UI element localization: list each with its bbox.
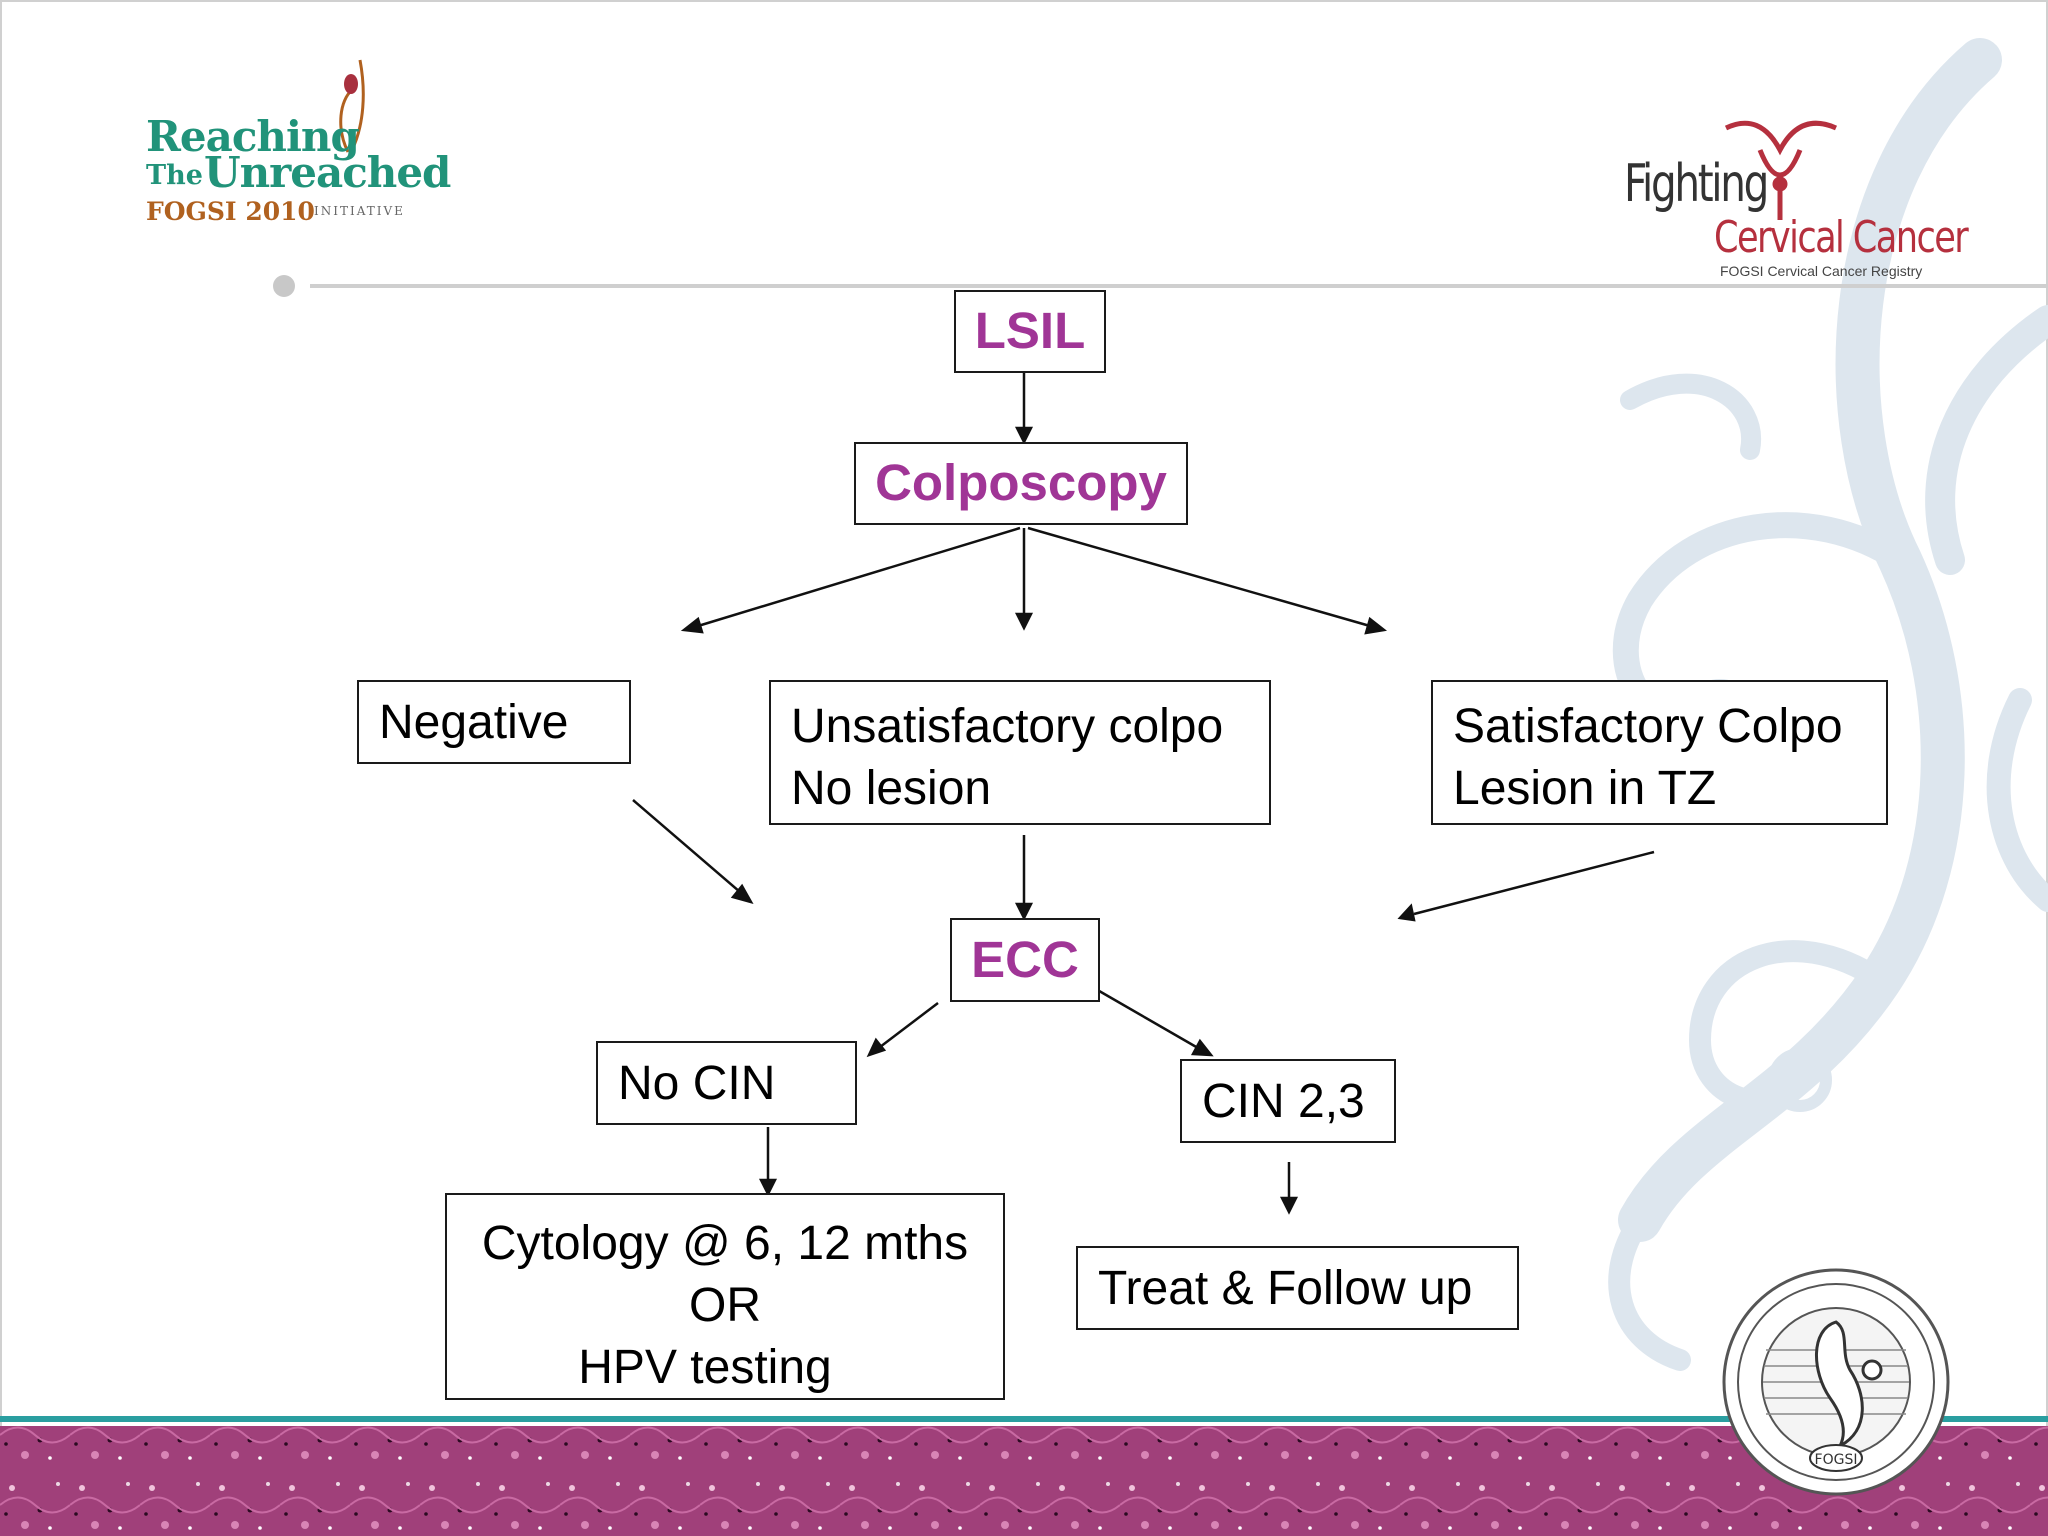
- reaching-unreached-figure: [339, 59, 365, 153]
- node-cytology-line2: OR: [689, 1279, 761, 1332]
- node-no-cin: No CIN: [596, 1041, 857, 1125]
- node-unsatisfactory-line1: Unsatisfactory colpo: [791, 700, 1224, 753]
- node-treat-follow-up: Treat & Follow up: [1076, 1246, 1519, 1330]
- node-cytology: Cytology @ 6, 12 mths OR HPV testing: [445, 1193, 1005, 1400]
- node-cytology-line3: HPV testing: [578, 1341, 832, 1394]
- flowchart-connectors: [632, 360, 1655, 1215]
- reaching-logo-the: The: [146, 160, 203, 191]
- node-satisfactory-line1: Satisfactory Colpo: [1453, 700, 1843, 753]
- node-lsil-label: LSIL: [974, 302, 1086, 359]
- node-cin23: CIN 2,3: [1180, 1059, 1396, 1143]
- uterus-symbol: [1724, 120, 1838, 220]
- fogsi-seal-center: FOGSI: [1815, 1452, 1858, 1468]
- node-cytology-line1: Cytology @ 6, 12 mths: [481, 1217, 969, 1270]
- node-unsatisfactory-line2: No lesion: [791, 762, 992, 815]
- node-lsil: LSIL: [954, 290, 1106, 373]
- node-colposcopy-label: Colposcopy: [875, 454, 1167, 511]
- node-negative: Negative: [357, 680, 631, 764]
- node-ecc: ECC: [950, 918, 1100, 1002]
- reaching-logo-line2: Unreached: [204, 148, 451, 197]
- node-negative-label: Negative: [379, 696, 569, 749]
- fighting-logo-word2: Cervical Cancer: [1714, 212, 1969, 263]
- reaching-logo-line1: Reaching: [146, 112, 360, 161]
- node-satisfactory: Satisfactory Colpo Lesion in TZ: [1431, 680, 1888, 825]
- node-colposcopy: Colposcopy: [854, 442, 1188, 525]
- node-treat-label: Treat & Follow up: [1098, 1262, 1473, 1315]
- fogsi-seal-icon: [1722, 1268, 1950, 1496]
- node-ecc-label: ECC: [971, 931, 1079, 988]
- fighting-logo-word1: Fighting: [1624, 154, 1769, 214]
- reaching-logo-initiative: INITIATIVE: [314, 204, 405, 218]
- footer-teal-line: [0, 1416, 2048, 1422]
- node-satisfactory-line2: Lesion in TZ: [1453, 762, 1717, 815]
- footer-pattern-band: [0, 1426, 2048, 1536]
- header-rule-dot: [273, 275, 295, 297]
- reaching-logo-fogsi: FOGSI 2010: [146, 197, 315, 226]
- fighting-logo-subtitle: FOGSI Cervical Cancer Registry: [1720, 263, 1923, 279]
- node-no-cin-label: No CIN: [618, 1057, 776, 1110]
- node-cin23-label: CIN 2,3: [1202, 1075, 1365, 1128]
- node-unsatisfactory: Unsatisfactory colpo No lesion: [769, 680, 1271, 825]
